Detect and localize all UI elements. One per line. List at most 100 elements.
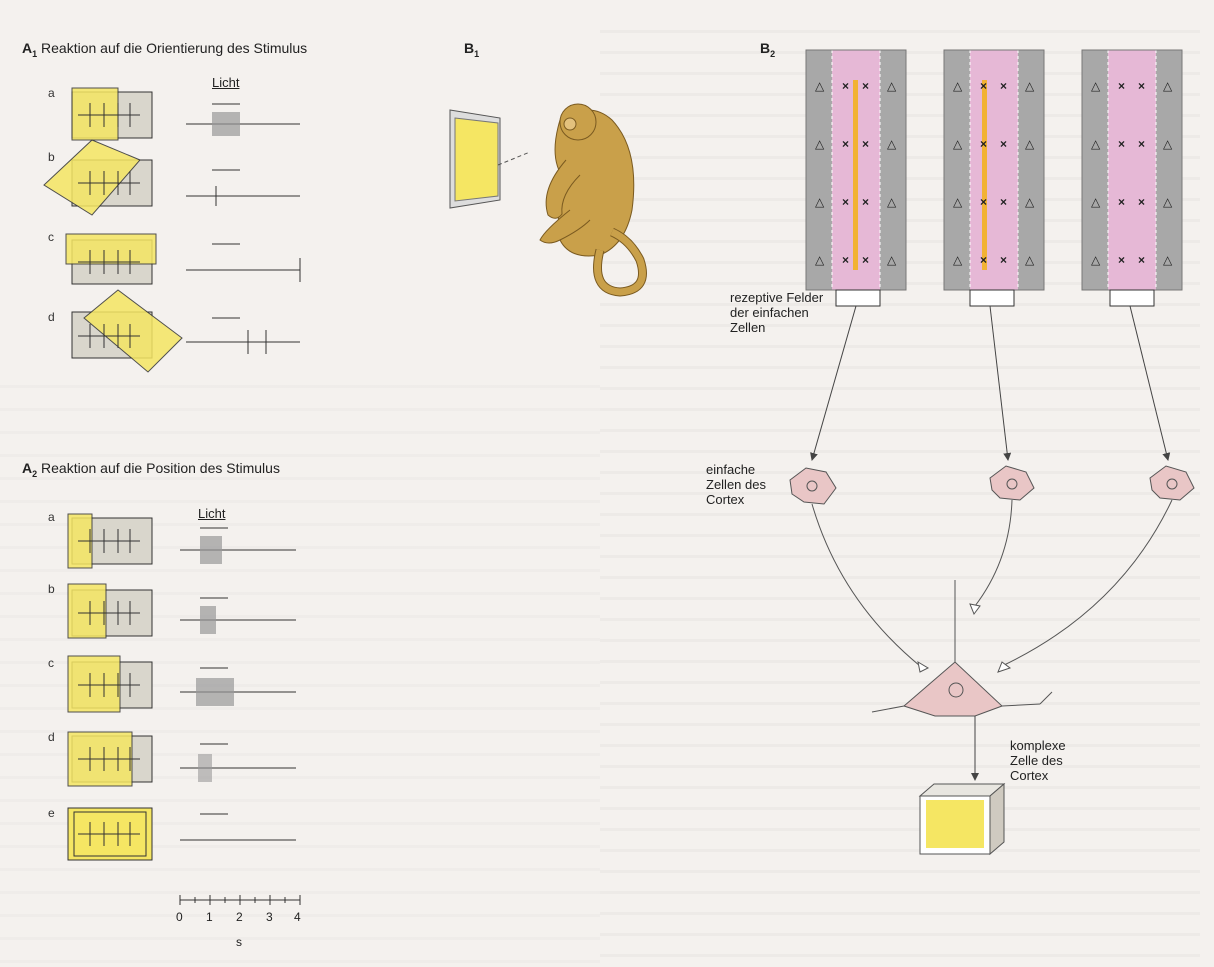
excitatory-cross-icon: × xyxy=(980,137,987,151)
a2-row-d-field xyxy=(67,731,153,787)
excitatory-cross-icon: × xyxy=(862,195,869,209)
a2-row-a-field xyxy=(67,513,153,569)
field-2-base xyxy=(969,289,1015,307)
a2-trace-e xyxy=(180,813,296,841)
excitatory-cross-icon: × xyxy=(1000,195,1007,209)
receptive-field-symbols: △△××△△××△△××△△××△△××△△××△△××△△××△△××△△××… xyxy=(815,79,1173,267)
row-label-a1-a: a xyxy=(48,86,55,100)
a2-trace-d xyxy=(180,743,296,782)
inhibitory-triangle-icon: △ xyxy=(815,79,825,93)
excitatory-cross-icon: × xyxy=(1138,195,1145,209)
inhibitory-triangle-icon: △ xyxy=(1025,195,1035,209)
axis-tick-3: 3 xyxy=(266,910,273,924)
inhibitory-triangle-icon: △ xyxy=(887,79,897,93)
axon-3 xyxy=(1001,499,1173,667)
a1-trace-c xyxy=(186,243,301,282)
excitatory-cross-icon: × xyxy=(1138,253,1145,267)
inhibitory-triangle-icon: △ xyxy=(1163,79,1173,93)
panel-b2-title: B2 xyxy=(760,40,776,59)
axis-unit: s xyxy=(236,935,242,949)
a1-trace-a xyxy=(186,103,300,136)
inhibitory-triangle-icon: △ xyxy=(887,195,897,209)
inhibitory-triangle-icon: △ xyxy=(953,137,963,151)
a1-row-b-field xyxy=(43,139,153,216)
a1-row-c-field xyxy=(65,233,157,285)
excitatory-cross-icon: × xyxy=(1000,137,1007,151)
panel-b1-title: B1 xyxy=(464,40,480,59)
row-label-a2-e: e xyxy=(48,806,55,820)
a2-trace-c xyxy=(180,667,296,706)
inhibitory-triangle-icon: △ xyxy=(953,253,963,267)
synapse-3 xyxy=(997,661,1012,673)
row-label-a2-d: d xyxy=(48,730,55,744)
excitatory-cross-icon: × xyxy=(862,79,869,93)
inhibitory-triangle-icon: △ xyxy=(1163,137,1173,151)
row-label-a1-d: d xyxy=(48,310,55,324)
simple-cell-3 xyxy=(1149,465,1195,501)
inhibitory-triangle-icon: △ xyxy=(815,253,825,267)
inhibitory-triangle-icon: △ xyxy=(1163,253,1173,267)
excitatory-cross-icon: × xyxy=(1000,79,1007,93)
field-3-base xyxy=(1109,289,1155,307)
axis-tick-2: 2 xyxy=(236,910,243,924)
axis-tick-4: 4 xyxy=(294,910,301,924)
a2-trace-b xyxy=(180,597,296,634)
arrow-field-3 xyxy=(1129,305,1171,461)
excitatory-cross-icon: × xyxy=(980,79,987,93)
a1-trace-b xyxy=(186,169,300,206)
row-label-a1-c: c xyxy=(48,230,54,244)
excitatory-cross-icon: × xyxy=(1138,137,1145,151)
row-label-a2-b: b xyxy=(48,582,55,596)
excitatory-cross-icon: × xyxy=(862,253,869,267)
inhibitory-triangle-icon: △ xyxy=(1091,253,1101,267)
excitatory-cross-icon: × xyxy=(1118,137,1125,151)
inhibitory-triangle-icon: △ xyxy=(1163,195,1173,209)
inhibitory-triangle-icon: △ xyxy=(953,79,963,93)
panel-a2-title: A2 Reaktion auf die Position des Stimulu… xyxy=(22,460,280,479)
excitatory-cross-icon: × xyxy=(1118,195,1125,209)
simple-cell-1 xyxy=(789,467,837,505)
inhibitory-triangle-icon: △ xyxy=(1025,253,1035,267)
label-receptive-fields: rezeptive Felder der einfachen Zellen xyxy=(730,290,824,335)
excitatory-cross-icon: × xyxy=(980,195,987,209)
arrow-field-1 xyxy=(810,305,857,461)
label-complex-cell: komplexe Zelle des Cortex xyxy=(1010,738,1066,783)
inhibitory-triangle-icon: △ xyxy=(815,137,825,151)
complex-cell xyxy=(871,580,1053,717)
field-1-base xyxy=(835,289,881,307)
excitatory-cross-icon: × xyxy=(1000,253,1007,267)
excitatory-cross-icon: × xyxy=(1138,79,1145,93)
row-label-a2-a: a xyxy=(48,510,55,524)
inhibitory-triangle-icon: △ xyxy=(1025,79,1035,93)
excitatory-cross-icon: × xyxy=(842,253,849,267)
axon-1 xyxy=(811,503,921,667)
a2-trace-a xyxy=(180,527,296,564)
simple-cell-2 xyxy=(989,465,1035,501)
b2-field-1 xyxy=(805,49,907,291)
inhibitory-triangle-icon: △ xyxy=(1025,137,1035,151)
excitatory-cross-icon: × xyxy=(862,137,869,151)
inhibitory-triangle-icon: △ xyxy=(887,253,897,267)
a2-row-b-field xyxy=(67,583,153,639)
axis-tick-1: 1 xyxy=(206,910,213,924)
excitatory-cross-icon: × xyxy=(842,137,849,151)
axon-2 xyxy=(974,499,1013,607)
a2-row-e-field xyxy=(67,807,153,861)
row-label-a1-b: b xyxy=(48,150,55,164)
panel-a1-title: A1 Reaktion auf die Orientierung des Sti… xyxy=(22,40,308,59)
inhibitory-triangle-icon: △ xyxy=(887,137,897,151)
axis-tick-0: 0 xyxy=(176,910,183,924)
arrow-field-2 xyxy=(989,305,1012,461)
excitatory-cross-icon: × xyxy=(842,195,849,209)
a1-trace-d xyxy=(186,317,300,354)
excitatory-cross-icon: × xyxy=(842,79,849,93)
light-label-a1: Licht xyxy=(212,75,240,90)
synapse-1 xyxy=(917,660,930,673)
excitatory-cross-icon: × xyxy=(1118,79,1125,93)
light-label-a2: Licht xyxy=(198,506,226,521)
a1-row-a-field xyxy=(71,87,153,141)
label-simple-cells: einfache Zellen des Cortex xyxy=(706,462,766,507)
row-label-a2-c: c xyxy=(48,656,54,670)
excitatory-cross-icon: × xyxy=(1118,253,1125,267)
